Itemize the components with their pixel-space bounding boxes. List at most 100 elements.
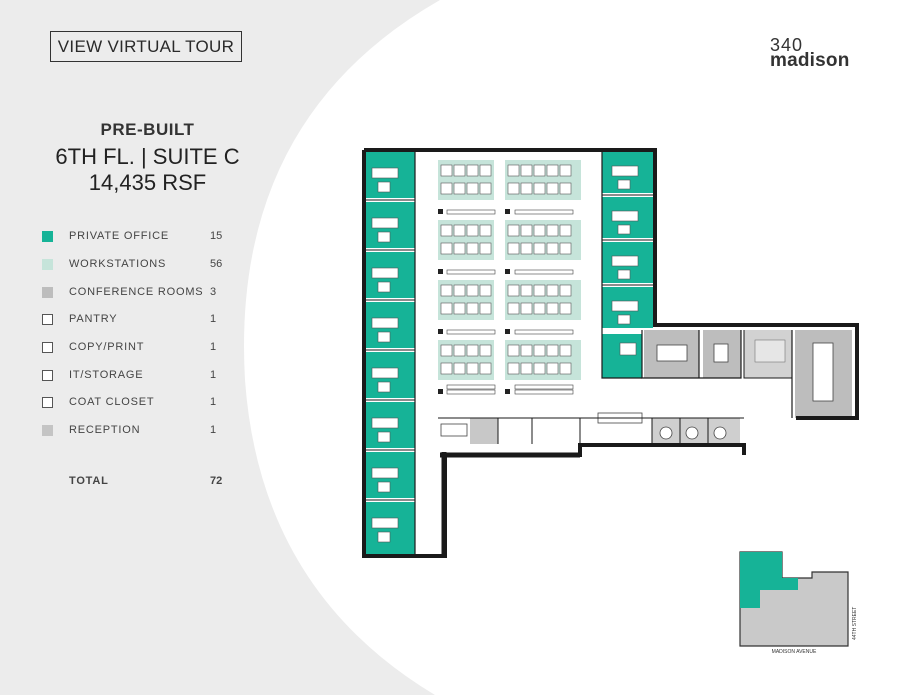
desk xyxy=(533,182,546,195)
column xyxy=(505,329,510,334)
office-desk xyxy=(377,531,391,543)
desk xyxy=(440,164,453,177)
legend-count: 1 xyxy=(210,341,217,353)
desk xyxy=(479,302,492,315)
desk xyxy=(520,284,533,297)
legend-count: 56 xyxy=(210,258,223,270)
office-desk xyxy=(377,481,391,493)
bench xyxy=(446,384,496,390)
legend-swatch xyxy=(42,313,53,325)
building-logo: 340 madison xyxy=(770,35,850,71)
desk xyxy=(533,362,546,375)
desk xyxy=(479,362,492,375)
legend-label: COAT CLOSET xyxy=(69,396,155,408)
legend-item: WORKSTATIONS 56 xyxy=(42,256,242,272)
reception-desk xyxy=(754,339,786,363)
desk xyxy=(520,362,533,375)
desk xyxy=(559,224,572,237)
conference-table xyxy=(713,343,729,363)
bench xyxy=(514,329,574,335)
desk xyxy=(440,182,453,195)
key-plan-suite xyxy=(740,552,798,608)
desk xyxy=(507,344,520,357)
desk xyxy=(466,224,479,237)
desk xyxy=(453,164,466,177)
total-label: TOTAL xyxy=(69,475,109,487)
desk xyxy=(453,242,466,255)
legend-label: IT/STORAGE xyxy=(69,369,144,381)
desk xyxy=(520,242,533,255)
legend-total: TOTAL 72 xyxy=(42,473,242,489)
office-desk xyxy=(371,217,399,229)
desk xyxy=(533,224,546,237)
desk xyxy=(466,302,479,315)
desk xyxy=(466,284,479,297)
desk xyxy=(453,224,466,237)
desk xyxy=(546,242,559,255)
desk xyxy=(520,344,533,357)
desk xyxy=(520,302,533,315)
desk xyxy=(559,362,572,375)
legend-swatch xyxy=(42,396,53,408)
legend-label: CONFERENCE ROOMS xyxy=(69,286,204,298)
office-desk xyxy=(619,342,637,356)
office-desk xyxy=(617,314,631,325)
legend-count: 3 xyxy=(210,286,217,298)
desk xyxy=(520,164,533,177)
legend-swatch xyxy=(42,369,53,381)
key-plan-east-street: 44TH STREET xyxy=(852,607,858,640)
desk xyxy=(559,164,572,177)
desk xyxy=(466,362,479,375)
office-desk xyxy=(371,267,399,279)
storage xyxy=(470,418,498,444)
desk xyxy=(466,182,479,195)
office-desk xyxy=(371,317,399,329)
desk xyxy=(453,362,466,375)
legend-item: CONFERENCE ROOMS 3 xyxy=(42,284,242,300)
desk xyxy=(533,344,546,357)
bench xyxy=(446,269,496,275)
legend-count: 1 xyxy=(210,369,217,381)
suite-title-block: PRE-BUILT 6TH FL. | SUITE C 14,435 RSF xyxy=(40,120,255,196)
column xyxy=(505,269,510,274)
desk xyxy=(507,164,520,177)
office-desk xyxy=(371,367,399,379)
legend-label: WORKSTATIONS xyxy=(69,258,167,270)
legend-swatch xyxy=(42,258,53,270)
legend-label: PRIVATE OFFICE xyxy=(69,230,170,242)
column xyxy=(505,209,510,214)
desk xyxy=(559,344,572,357)
legend-item: IT/STORAGE 1 xyxy=(42,367,242,383)
desk xyxy=(466,344,479,357)
suite-area: 14,435 RSF xyxy=(88,170,207,195)
desk xyxy=(453,284,466,297)
office-desk xyxy=(371,167,399,179)
desk xyxy=(453,182,466,195)
total-count: 72 xyxy=(210,475,223,487)
desk xyxy=(520,224,533,237)
view-virtual-tour-button[interactable]: VIEW VIRTUAL TOUR xyxy=(50,31,242,62)
private-office xyxy=(364,502,415,558)
desk xyxy=(507,182,520,195)
office-desk xyxy=(617,269,631,280)
office-desk xyxy=(377,181,391,193)
column xyxy=(438,329,443,334)
legend-label: PANTRY xyxy=(69,313,118,325)
desk xyxy=(520,182,533,195)
desk xyxy=(440,362,453,375)
bench xyxy=(514,384,574,390)
column xyxy=(438,389,443,394)
desk xyxy=(453,302,466,315)
office-desk xyxy=(377,281,391,293)
booth-seat xyxy=(713,426,727,440)
desk xyxy=(479,344,492,357)
desk xyxy=(507,302,520,315)
desk xyxy=(533,302,546,315)
bench xyxy=(514,269,574,275)
bench xyxy=(514,389,574,395)
